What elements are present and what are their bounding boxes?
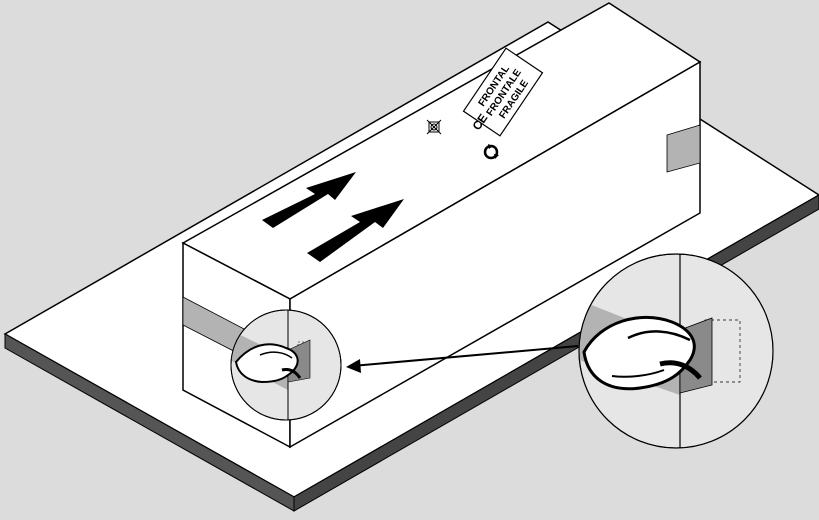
detail-circle-large [579, 250, 780, 460]
do-not-dispose-icon [427, 120, 441, 134]
